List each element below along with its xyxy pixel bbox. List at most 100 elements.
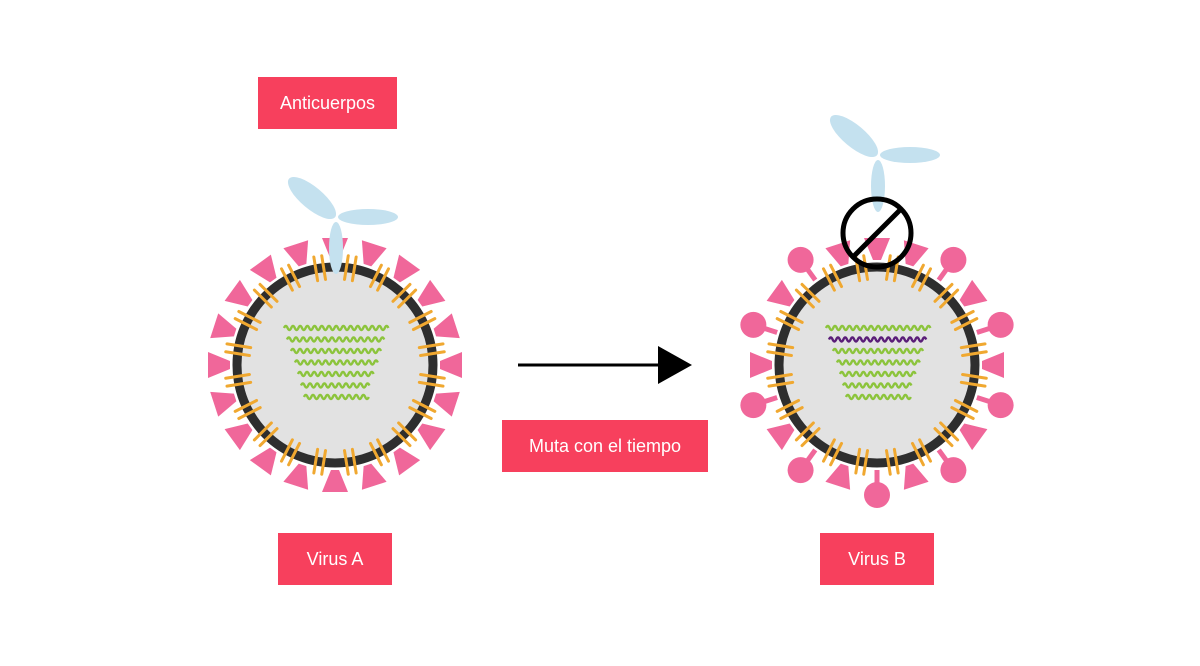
prohibition-icon	[840, 196, 914, 270]
surface-protein	[368, 441, 383, 467]
surface-protein	[279, 438, 294, 463]
surface-protein	[829, 441, 844, 467]
surface-protein	[910, 441, 925, 467]
spike-knob	[740, 311, 767, 338]
spike	[417, 279, 446, 307]
virus-b-label: Virus B	[820, 533, 934, 585]
spike	[417, 423, 446, 451]
surface-protein	[224, 350, 251, 357]
surface-protein	[933, 282, 954, 303]
surface-protein	[233, 398, 259, 413]
surface-protein	[397, 421, 418, 442]
spike	[322, 470, 348, 492]
surface-protein	[417, 380, 445, 388]
surface-protein	[279, 267, 294, 292]
antibody-blocked	[829, 114, 940, 212]
surface-protein	[918, 267, 933, 292]
spike	[959, 423, 988, 451]
surface-protein	[391, 282, 412, 303]
antibody-attached	[287, 176, 398, 274]
spike	[766, 279, 795, 307]
virus-a-label: Virus A	[278, 533, 392, 585]
surface-protein	[411, 398, 437, 413]
surface-protein	[939, 288, 960, 309]
surface-protein	[767, 342, 795, 350]
prohibition-slash	[851, 207, 903, 259]
antibody-stem	[329, 222, 343, 274]
surface-protein	[320, 254, 327, 281]
rna-strand-mutated	[827, 336, 928, 343]
spike	[283, 463, 309, 490]
spike-knob	[987, 311, 1014, 338]
spike	[210, 313, 237, 339]
spike	[249, 447, 277, 476]
surface-protein	[368, 263, 383, 289]
surface-protein	[225, 380, 253, 388]
spike-knob	[740, 392, 767, 419]
rna-strand	[831, 347, 925, 355]
surface-protein	[779, 406, 804, 421]
surface-protein	[892, 447, 900, 475]
antibodies-label: Anticuerpos	[258, 77, 397, 129]
surface-protein	[950, 406, 975, 421]
surface-protein	[224, 373, 251, 380]
surface-protein	[766, 373, 793, 380]
spike-knob	[864, 482, 890, 508]
spike	[393, 254, 421, 283]
surface-protein	[862, 449, 869, 476]
surface-protein	[287, 441, 302, 467]
rna-strand	[844, 393, 912, 401]
surface-protein	[258, 282, 279, 303]
rna-strand	[302, 393, 370, 401]
antibody-arm-left	[287, 176, 337, 220]
surface-protein	[408, 309, 433, 324]
spike	[224, 423, 253, 451]
surface-protein	[397, 288, 418, 309]
surface-protein	[885, 449, 892, 476]
rna-strand	[293, 359, 379, 366]
surface-protein	[419, 350, 446, 357]
surface-protein	[237, 406, 262, 421]
surface-protein	[225, 342, 253, 350]
surface-protein	[287, 263, 302, 289]
surface-protein	[794, 421, 815, 442]
prohibition-ring	[840, 196, 914, 270]
spike	[982, 352, 1004, 378]
spike	[361, 463, 387, 490]
surface-protein	[961, 350, 988, 357]
surface-protein	[767, 380, 795, 388]
surface-protein	[800, 427, 821, 448]
spike	[864, 238, 890, 260]
surface-protein	[933, 427, 954, 448]
spike-knob	[987, 392, 1014, 419]
surface-protein	[252, 288, 273, 309]
surface-protein	[953, 398, 979, 413]
spike	[249, 254, 277, 283]
surface-protein	[376, 267, 391, 292]
spike	[903, 463, 929, 490]
rna-strand	[835, 359, 921, 366]
surface-protein	[312, 255, 320, 283]
antibody-arm-right	[880, 147, 940, 163]
spike	[224, 279, 253, 307]
spike	[210, 391, 237, 417]
spike-knob	[787, 246, 814, 273]
surface-protein	[961, 373, 988, 380]
spike	[825, 463, 851, 490]
surface-protein	[343, 449, 350, 476]
surface-protein	[252, 421, 273, 442]
antibody-arm-left	[829, 114, 879, 158]
rna-strand	[282, 324, 390, 332]
arrow-right-icon	[518, 346, 692, 384]
rna-strand	[296, 370, 375, 378]
virus-b-particle	[740, 238, 1014, 508]
rna-strand	[838, 370, 917, 378]
rna-strand	[841, 382, 913, 389]
surface-protein	[775, 398, 801, 413]
surface-protein	[320, 449, 327, 476]
surface-protein	[779, 309, 804, 324]
surface-protein	[910, 263, 925, 289]
surface-protein	[233, 317, 259, 332]
surface-protein	[391, 427, 412, 448]
